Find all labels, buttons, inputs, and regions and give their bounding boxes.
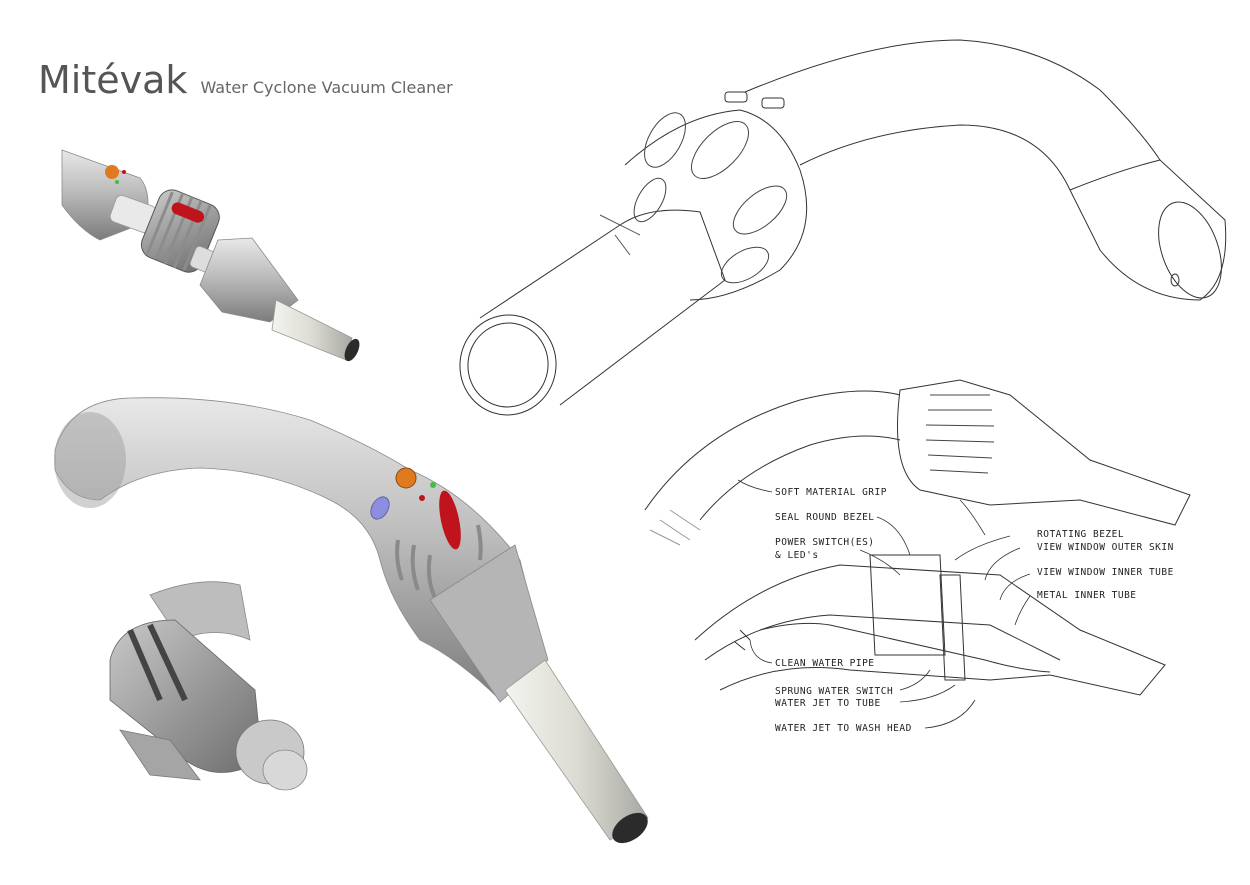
callout-rotating-bezel: ROTATING BEZEL (1037, 529, 1124, 540)
callout-clean-water-pipe: CLEAN WATER PIPE (775, 658, 875, 669)
callout-leaders (737, 479, 1031, 729)
title-block: Mitévak Water Cyclone Vacuum Cleaner (38, 58, 453, 102)
callout-seal-round-bezel: SEAL ROUND BEZEL (775, 512, 875, 523)
exploded-render (61, 149, 360, 362)
callout-soft-material-grip: SOFT MATERIAL GRIP (775, 487, 887, 498)
callout-sprung-water-switch: SPRUNG WATER SWITCH (775, 686, 893, 697)
main-handle-render (54, 397, 649, 844)
power-button-icon (105, 165, 119, 179)
power-button-icon (395, 467, 417, 489)
callout-view-window-outer-skin: VIEW WINDOW OUTER SKIN (1037, 542, 1174, 553)
callout-water-jet-to-wash-head: WATER JET TO WASH HEAD (775, 723, 912, 734)
bezel-parts-render (109, 581, 308, 791)
callout-power-switches: POWER SWITCH(ES) (775, 537, 875, 548)
section-sketch (644, 379, 1191, 696)
callout-leds: & LED's (775, 550, 819, 561)
callout-labels: SOFT MATERIAL GRIP SEAL ROUND BEZEL POWE… (775, 487, 1174, 734)
callout-metal-inner-tube: METAL INNER TUBE (1037, 590, 1137, 601)
outline-sketch (459, 39, 1227, 416)
callout-water-jet-to-tube: WATER JET TO TUBE (775, 698, 881, 709)
callout-view-window-inner-tube: VIEW WINDOW INNER TUBE (1037, 567, 1174, 578)
brand-name: Mitévak (38, 58, 188, 102)
product-subtitle: Water Cyclone Vacuum Cleaner (200, 78, 453, 97)
